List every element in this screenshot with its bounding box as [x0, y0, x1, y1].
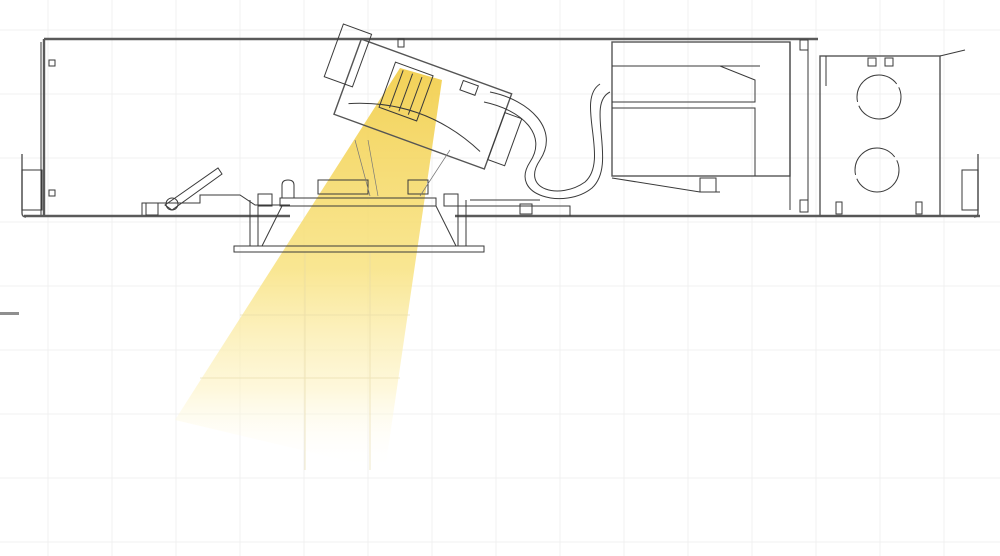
junction-box — [819, 49, 966, 217]
pivot-pin — [397, 38, 405, 48]
housing — [21, 37, 980, 218]
light-module — [323, 23, 523, 170]
flex-conduit — [483, 83, 611, 200]
trim-ring — [233, 179, 571, 253]
light-beam — [175, 68, 442, 470]
ceiling-marker — [0, 312, 19, 315]
mounting-clip — [141, 167, 290, 216]
driver — [611, 39, 809, 213]
module-support — [354, 139, 451, 197]
